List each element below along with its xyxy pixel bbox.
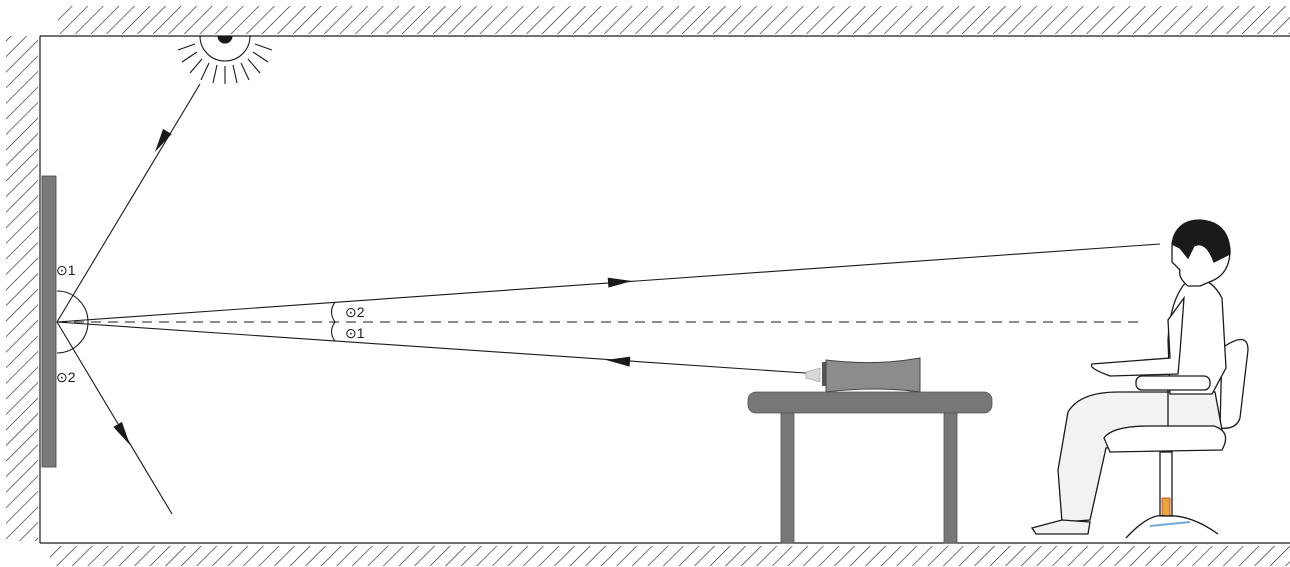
chair-stem-accent <box>1161 497 1171 517</box>
ray-arrows <box>113 128 632 445</box>
projector-beam-ray <box>56 321 821 375</box>
label-angle-2-center: ⊙2 <box>345 304 365 320</box>
arc-angle-2-bottom <box>56 321 89 354</box>
chair-armrest <box>1135 375 1211 391</box>
projector-icon <box>805 357 921 393</box>
label-angle-1-top: ⊙1 <box>56 262 76 278</box>
table-top <box>747 391 993 414</box>
light-rays <box>56 83 1161 515</box>
person-arm <box>1090 295 1185 377</box>
arrow-reflected <box>113 421 130 445</box>
chair-seat <box>1103 425 1227 453</box>
incident-light-ray <box>56 83 201 323</box>
wall-hatch <box>6 36 38 541</box>
label-angle-1-center: ⊙1 <box>345 325 365 341</box>
room-walls <box>6 6 1290 566</box>
angle-arcs <box>56 290 336 354</box>
seated-person-icon <box>1030 219 1249 539</box>
arc-angle-2-center <box>330 301 336 323</box>
arrow-from-projector <box>606 356 631 367</box>
projection-screen <box>41 175 57 468</box>
ceiling-hatch <box>58 6 1290 34</box>
table <box>747 391 993 544</box>
chair-base <box>1125 514 1219 539</box>
person-hair <box>1171 219 1231 263</box>
arrow-incident <box>155 128 172 152</box>
label-angle-2-bottom: ⊙2 <box>56 369 76 385</box>
floor-hatch <box>50 546 1290 566</box>
table-leg-right <box>943 412 958 544</box>
reflected-light-ray <box>56 321 173 515</box>
person-foot <box>1030 519 1091 535</box>
table-leg-left <box>780 412 795 544</box>
arc-angle-1-top <box>56 290 89 323</box>
arrow-to-viewer <box>607 277 632 288</box>
ceiling-lamp-icon <box>177 35 273 84</box>
arc-angle-1-center <box>330 321 336 342</box>
chair-back <box>1219 338 1249 429</box>
person-legs <box>1057 391 1223 523</box>
chair-base-accent <box>1149 521 1191 527</box>
